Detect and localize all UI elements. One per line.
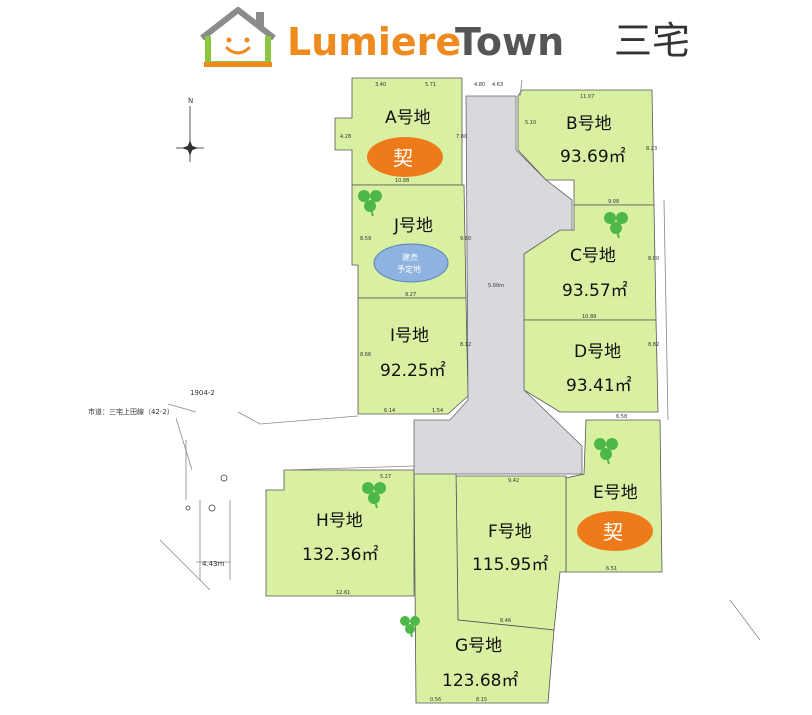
lot-b-area: 93.69㎡ (560, 147, 626, 167)
lot-d-label: D号地 (574, 342, 621, 362)
north-label: N (188, 97, 193, 105)
dimension-label: 1.54 (432, 408, 443, 414)
planned-badge-j: 建売 予定地 (373, 243, 449, 283)
private-road (413, 95, 583, 475)
public-road-name: 市道：三宅上田線（42-2） (88, 407, 174, 416)
lot-i-area: 92.25㎡ (380, 361, 446, 381)
dimension-label: 8.66 (360, 352, 371, 358)
dimension-label: 10.89 (582, 314, 596, 320)
lot-i[interactable] (357, 297, 469, 415)
planned-badge-j-line2: 予定地 (397, 264, 421, 274)
clover-icon (594, 438, 618, 465)
contract-badge-a: 契 (367, 137, 443, 177)
lot-f-label: F号地 (488, 522, 532, 542)
clover-icon (604, 212, 628, 239)
dimension-label: 10.88 (395, 178, 409, 184)
lot-e-label: E号地 (593, 483, 638, 503)
contract-badge-e-text: 契 (603, 520, 623, 544)
dimension-label: 7.80 (456, 134, 467, 140)
contract-badge-e: 契 (577, 511, 653, 551)
dimension-labels: 3.40 5.71 4.28 7.80 10.88 4.80 4.63 11.0… (336, 82, 659, 703)
lot-f[interactable] (455, 475, 567, 631)
contract-badge-a-text: 契 (393, 146, 413, 170)
dimension-label: 11.07 (580, 94, 594, 100)
dimension-label: 5.27 (380, 474, 391, 480)
dimension-label: 8.46 (500, 618, 511, 624)
dimension-label: 9.27 (405, 292, 416, 298)
dimension-label: 8.15 (476, 697, 487, 703)
parcel-number: 1904-2 (190, 389, 215, 397)
dimension-label: 6.14 (384, 408, 395, 414)
dimension-label: 6.51 (606, 566, 617, 572)
road-width: 4.43m (202, 560, 225, 568)
site-markers (185, 474, 228, 512)
dimension-label: 8.59 (360, 236, 371, 242)
lot-labels: A号地 契 B号地 93.69㎡ J号地 建売 予定地 C号地 93.57㎡ I… (302, 108, 653, 691)
lot-g-label: G号地 (455, 636, 502, 656)
dimension-label: 5.71 (425, 82, 436, 88)
lot-h-area: 132.36㎡ (302, 545, 378, 565)
lot-c-area: 93.57㎡ (562, 281, 628, 301)
lot-d-area: 93.41㎡ (566, 376, 632, 396)
dimension-label: 12.61 (336, 590, 350, 596)
lot-j-label: J号地 (393, 216, 433, 236)
lot-i-label: I号地 (390, 326, 429, 346)
dimension-label: 6.58 (616, 414, 627, 420)
dimension-label: 9.08 (608, 199, 619, 205)
dimension-label: 4.28 (340, 134, 351, 140)
lot-h-label: H号地 (316, 511, 363, 531)
lot-g-area: 123.68㎡ (442, 671, 518, 691)
dimension-label: 4.80 (474, 82, 485, 88)
lot-h[interactable] (265, 469, 415, 597)
dimension-label: 5.10 (525, 120, 536, 126)
dimension-label: 9.42 (508, 478, 519, 484)
lot-b-label: B号地 (566, 114, 612, 134)
planned-badge-j-line1: 建売 (402, 252, 418, 262)
brand-name-lumiere: Lumiere (287, 20, 461, 64)
lot-d[interactable] (523, 319, 659, 413)
dimension-label: 4.63 (492, 82, 503, 88)
dimension-label: 9.60 (460, 236, 471, 242)
dimension-label: 5.00m (488, 283, 504, 289)
lot-c-label: C号地 (570, 246, 616, 266)
dimension-label: 0.56 (430, 697, 441, 703)
dimension-label: 8.12 (460, 342, 471, 348)
dimension-label: 8.82 (648, 342, 659, 348)
lot-f-area: 115.95㎡ (472, 555, 548, 575)
dimension-label: 8.23 (646, 146, 657, 152)
city-name: 三宅 (614, 19, 690, 63)
lots-layer (265, 77, 663, 704)
lot-b[interactable] (517, 89, 655, 206)
clover-icons (358, 190, 628, 638)
clover-icon (400, 616, 420, 638)
clover-icon (362, 482, 386, 509)
surroundings (159, 79, 761, 641)
clover-icon (358, 190, 382, 217)
dimension-label: 8.80 (648, 256, 659, 262)
lot-a-label: A号地 (385, 108, 431, 128)
house-logo-icon (200, 7, 276, 67)
brand-name-town: Town (455, 20, 564, 64)
north-compass-icon: N (176, 97, 204, 162)
brand-logo: Lumiere Town 三宅 (200, 7, 690, 67)
dimension-label: 3.40 (375, 82, 386, 88)
